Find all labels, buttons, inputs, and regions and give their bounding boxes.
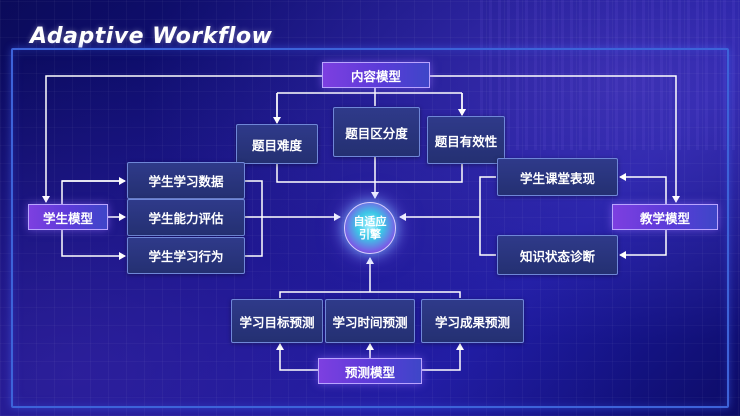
teaching-item-knowledge-diagnosis: 知识状态诊断 [497,235,618,275]
prediction-item-time: 学习时间预测 [325,299,415,343]
content-item-validity: 题目有效性 [427,116,505,164]
student-item-ability-assessment: 学生能力评估 [127,199,245,236]
connector-prediction-right [422,343,464,371]
content-model: 内容模型 [322,62,430,88]
student-item-learning-behavior: 学生学习行为 [127,237,245,274]
engine-label-line2: 引擎 [359,228,381,241]
student-item-learning-data: 学生学习数据 [127,162,245,199]
prediction-item-outcome: 学习成果预测 [421,299,524,343]
diagram-frame [11,48,729,408]
connector-prediction-left [276,343,318,371]
background-decoration [480,0,740,150]
connector-teaching-upper [619,173,667,204]
connector-student-items-join [245,180,263,257]
content-item-discrimination: 题目区分度 [333,107,420,157]
connector-content-to-student [42,75,322,203]
connector-prediction-items-join [279,291,461,298]
student-model: 学生模型 [28,204,108,230]
connector-content-to-teaching [430,75,680,203]
content-item-difficulty: 题目难度 [236,124,318,164]
connector-teaching-lower [619,230,667,259]
connector-content-items-to-engine [276,157,463,198]
prediction-item-goal: 学习目标预测 [231,299,323,343]
adaptive-engine: 自适应 引擎 [344,202,396,254]
page-title: Adaptive Workflow [30,24,273,49]
connector-teaching-items-join [479,176,496,256]
teaching-item-class-performance: 学生课堂表现 [497,158,618,196]
teaching-model: 教学模型 [612,204,718,230]
engine-label-line1: 自适应 [353,215,387,228]
prediction-model: 预测模型 [318,358,422,384]
